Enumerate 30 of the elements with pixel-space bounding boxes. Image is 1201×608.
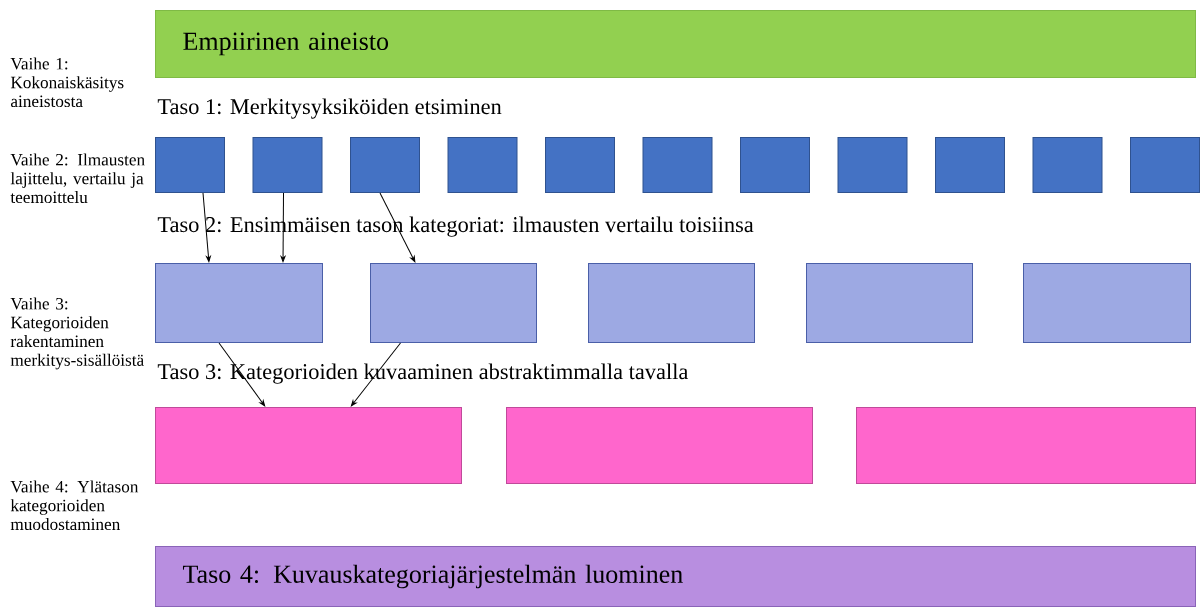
unit-square bbox=[545, 137, 615, 193]
stage-label: Vaihe 2: Ilmausten lajittelu, vertailu ja teemoittelu bbox=[10, 153, 145, 204]
category-box bbox=[1023, 263, 1191, 343]
text-band: Taso 4: Kuvauskategoriajärjestelmän luominen bbox=[155, 546, 1196, 607]
level-heading: Taso 1: Merkitysyksiköiden etsiminen bbox=[157, 98, 502, 119]
stage-label: Vaihe 4: Ylätason kategorioiden muodostaminen bbox=[10, 480, 139, 531]
unit-square bbox=[1032, 137, 1103, 193]
text-band: Empiirinen aineisto bbox=[155, 10, 1196, 78]
category-box bbox=[506, 407, 813, 484]
unit-square bbox=[935, 137, 1005, 193]
stage-label: Vaihe 3: Kategorioiden rakentaminen merkitys-sisällöistä bbox=[10, 297, 144, 370]
unit-square bbox=[642, 137, 713, 193]
unit-square bbox=[447, 137, 518, 193]
category-box bbox=[806, 263, 973, 343]
unit-square bbox=[155, 137, 225, 193]
arrow bbox=[280, 192, 286, 263]
arrow bbox=[379, 192, 416, 263]
unit-square bbox=[1130, 137, 1200, 193]
stage-label: Vaihe 1: Kokonaiskäsitys aineistosta bbox=[10, 57, 124, 108]
category-box bbox=[588, 263, 755, 343]
arrow bbox=[202, 192, 211, 263]
category-box bbox=[155, 407, 462, 484]
unit-square bbox=[252, 137, 323, 193]
unit-square bbox=[350, 137, 420, 193]
category-box bbox=[370, 263, 537, 343]
category-box bbox=[155, 263, 323, 343]
unit-square bbox=[740, 137, 810, 193]
arrow bbox=[218, 342, 266, 407]
unit-square bbox=[837, 137, 908, 193]
category-box bbox=[856, 407, 1196, 484]
